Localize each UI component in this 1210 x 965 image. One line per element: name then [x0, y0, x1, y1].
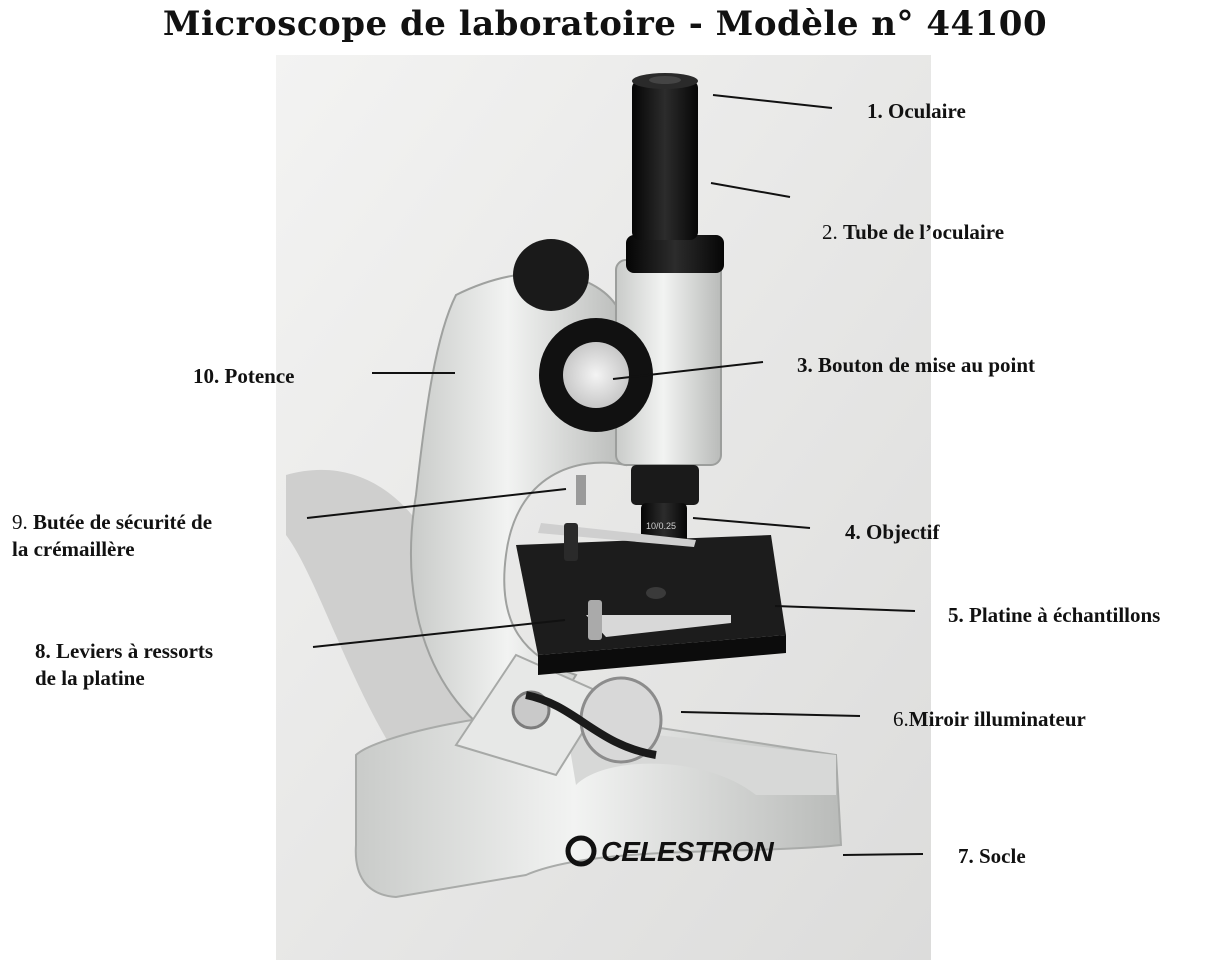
label-tube-oculaire: 2. Tube de l’oculaire: [822, 219, 1004, 246]
leader-2: [711, 183, 790, 197]
label-oculaire: 1. Oculaire: [867, 98, 966, 125]
label-bouton-mise-au-point: 3. Bouton de mise au point: [797, 352, 1035, 379]
leader-3: [613, 362, 763, 379]
leader-7: [843, 854, 923, 855]
label-socle: 7. Socle: [958, 843, 1026, 870]
label-objectif: 4. Objectif: [845, 519, 939, 546]
leader-4: [693, 518, 810, 528]
label-platine: 5. Platine à échantillons: [948, 602, 1160, 629]
leader-9: [307, 489, 566, 518]
leader-6: [681, 712, 860, 716]
label-miroir: 6.Miroir illuminateur: [893, 706, 1086, 733]
leader-1: [713, 95, 832, 108]
leader-5: [775, 606, 915, 611]
label-potence: 10. Potence: [193, 363, 294, 390]
leader-8: [313, 620, 565, 647]
